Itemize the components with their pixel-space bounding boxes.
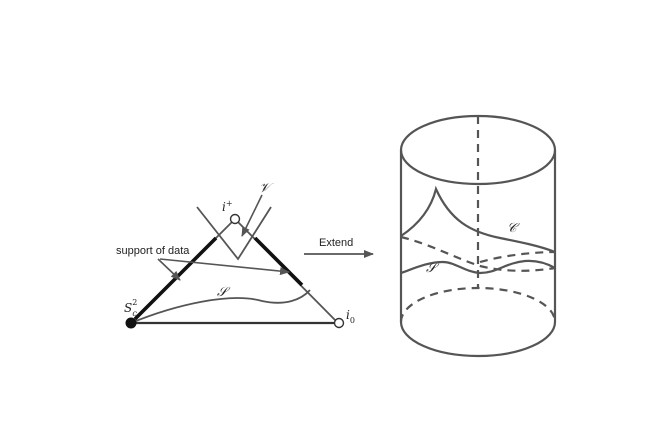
support-segment-right	[253, 236, 304, 287]
cylinder-bottom-front	[399, 321, 557, 358]
null-cone-v	[196, 206, 272, 261]
label-script-v: 𝒱	[259, 181, 274, 196]
label-extend: Extend	[319, 237, 353, 249]
label-support-of-data: support of data	[116, 245, 190, 257]
i-plus-point	[229, 213, 241, 225]
surface-c-curve	[400, 185, 556, 254]
extend-arrow-group: Extend	[304, 237, 374, 258]
cylinder-bottom-back	[399, 286, 557, 323]
surface-s-back	[400, 235, 556, 272]
label-i-zero: i0	[346, 308, 355, 325]
support-arrow-upper	[159, 258, 290, 276]
left-figure	[125, 194, 345, 329]
sphere-point	[125, 317, 137, 329]
right-figure	[399, 114, 557, 358]
hypersurface-s-curve	[130, 289, 311, 324]
surface-s-front	[400, 259, 556, 275]
support-arrow-lower	[157, 258, 181, 281]
i-zero-point	[333, 317, 345, 329]
label-i-plus: i+	[222, 199, 233, 214]
label-script-c: 𝒞	[507, 221, 520, 236]
v-arrow	[241, 194, 263, 237]
surface-s-back-upper	[479, 250, 556, 264]
